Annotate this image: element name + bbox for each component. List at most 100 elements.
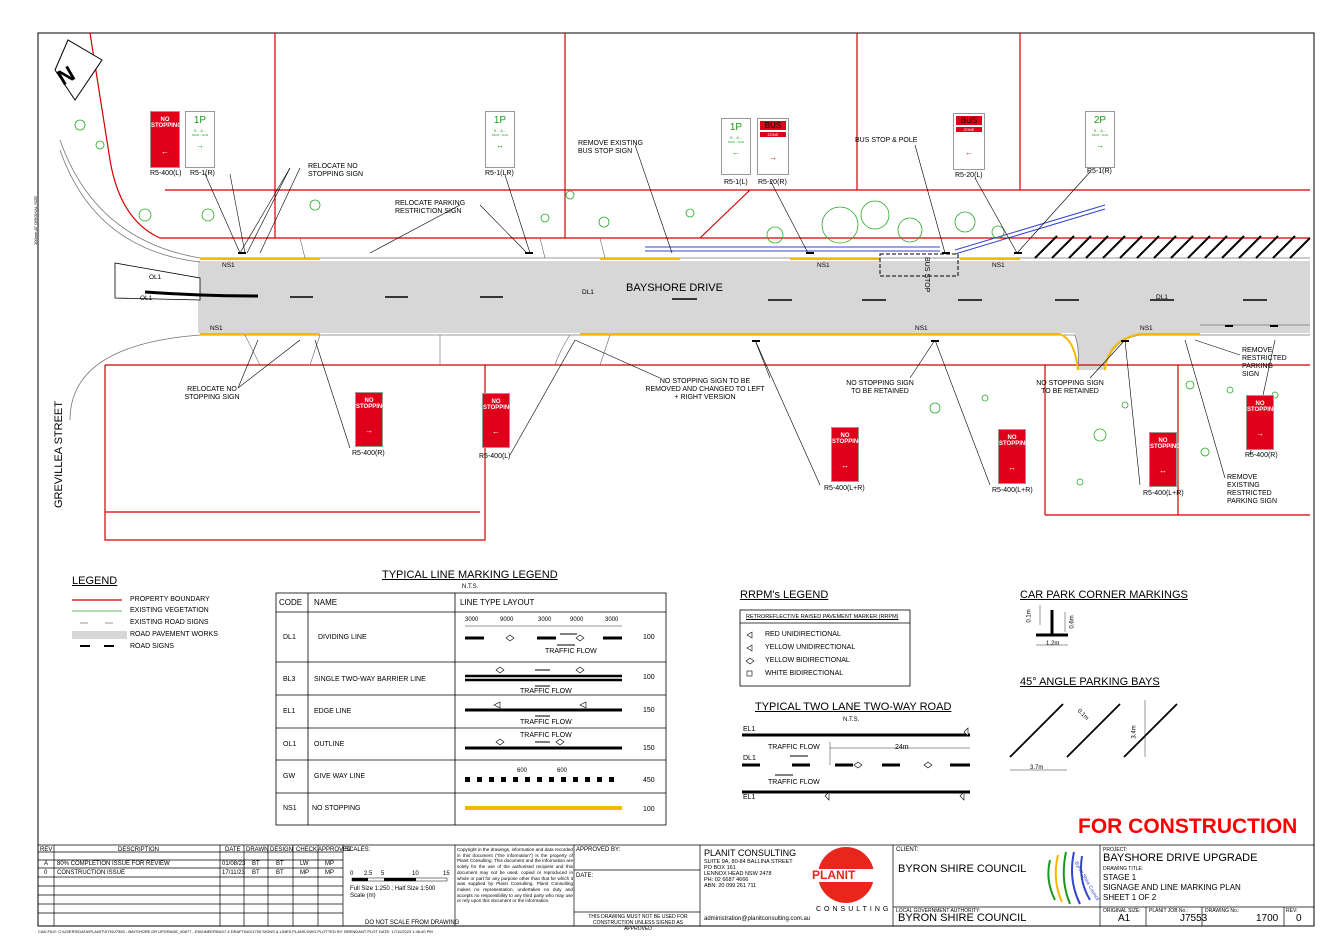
sign-days: MON - SUN	[1092, 133, 1108, 137]
lga-label: LOCAL GOVERNMENT AUTHORITY:	[896, 908, 981, 914]
row-width: 100	[643, 674, 655, 681]
no-stopping-sign: NO STOPPING ↔	[1149, 432, 1181, 487]
label-dl1-b: DL1	[1156, 294, 1168, 301]
label-ns1-a: NS1	[222, 262, 235, 269]
dividing-line	[290, 296, 1267, 301]
scale-tick: 15	[443, 871, 450, 877]
arrow-right-icon: →	[1096, 141, 1104, 150]
sign-code: R5-1(R)	[190, 170, 215, 177]
sign-code: R5-20(R)	[758, 179, 787, 186]
row-width: 100	[643, 634, 655, 641]
row-width: 450	[643, 777, 655, 784]
sign-code: R5-400(L+R)	[992, 487, 1033, 494]
traffic-flow: TRAFFIC FLOW	[545, 648, 597, 655]
job-label: PLANIT JOB No.:	[1149, 908, 1189, 914]
arrow-right-icon: →	[365, 426, 373, 435]
scale-text: Full Size 1:250 ; Half Size 1:500	[350, 886, 436, 892]
sign-text: 2P	[1093, 115, 1107, 126]
line-labels: OL1 OL1 DL1 DL1 NS1 NS1 NS1 NS1 NS1 NS1	[140, 262, 1168, 332]
sign-posts	[238, 252, 1278, 342]
copyright-text: Copyright in the drawings, information a…	[457, 847, 573, 904]
angle-parking-hatch	[1034, 235, 1311, 259]
rrpm-item: YELLOW BIDIRECTIONAL	[765, 657, 850, 664]
legend-item: EXISTING ROAD SIGNS	[130, 619, 209, 626]
address-line: SUITE 9A, 80-84 BALLINA STREET	[704, 859, 793, 865]
callout-text: REMOVE RESTRICTED PARKING SIGN	[1242, 347, 1287, 378]
table-header: NAME	[314, 598, 338, 607]
rev-cell: MP	[300, 870, 309, 876]
rev-header: DESIGN	[270, 847, 294, 853]
row-name: EDGE LINE	[314, 708, 352, 715]
legend-item: PROPERTY BOUNDARY	[130, 596, 210, 603]
sign-code: R5-400(L+R)	[824, 485, 865, 492]
arrow-left-icon: ←	[732, 148, 740, 157]
scale-tick: 10	[412, 871, 419, 877]
rev-cell: 17/11/23	[222, 870, 245, 876]
project-label: PROJECT:	[1103, 847, 1128, 853]
dim: 1.2m	[1046, 641, 1060, 647]
dim: 600	[557, 768, 568, 774]
rev-cell: LW	[300, 861, 309, 867]
no-stopping-sign: NO STOPPING→	[355, 392, 387, 447]
do-not-scale: DO NOT SCALE FROM DRAWING	[365, 920, 460, 926]
row-name: OUTLINE	[314, 741, 345, 748]
project-name: BAYSHORE DRIVE UPGRADE	[1103, 852, 1258, 864]
drawing-title-line: SIGNAGE AND LINE MARKING PLAN	[1103, 883, 1241, 892]
callout-text: REMOVE EXISTING BUS STOP SIGN	[578, 140, 643, 155]
address-line: PO BOX 161	[704, 865, 736, 871]
scale-tick: 0	[350, 871, 354, 877]
bl3-pattern	[465, 666, 622, 687]
label-dl1-a: DL1	[582, 289, 594, 296]
bus-lane-lines	[645, 204, 1106, 255]
row-code: BL3	[283, 676, 296, 683]
dim: 0.1m	[1026, 609, 1033, 623]
sheet-border	[37, 32, 1315, 927]
dim: 9000	[570, 617, 584, 623]
nts-label: N.T.S.	[462, 584, 479, 590]
callout-text: NO STOPPING SIGN TO BE RETAINED	[1036, 380, 1104, 395]
two-lane-road-diagram	[742, 727, 970, 801]
row-code: EL1	[283, 708, 296, 715]
property-boundaries	[89, 32, 1310, 541]
dl1-pattern	[465, 625, 622, 646]
address-line: PH: 02 6687 4666	[704, 877, 749, 883]
arrow-both-icon: ↔	[841, 461, 849, 470]
no-stopping-sign: NO STOPPING←	[482, 393, 514, 448]
label-ol1-b: OL1	[140, 295, 153, 302]
sign-text: BUS	[760, 121, 786, 130]
table-header: LINE TYPE LAYOUT	[460, 598, 535, 607]
sign-text: NO STOPPING	[1150, 438, 1181, 450]
line-marking-table	[275, 592, 667, 826]
arrow-left-icon: ←	[161, 147, 169, 156]
rev-header: APPROVED	[318, 847, 352, 853]
rev-header: REV	[40, 847, 53, 853]
rrpm-subtitle: RETROREFLECTIVE RAISED PAVEMENT MARKER (…	[746, 614, 899, 620]
sign-zone: ZONE	[956, 127, 982, 132]
legend-item: ROAD SIGNS	[130, 643, 174, 650]
sign-text: BUS	[956, 116, 982, 125]
arrow-right-icon: →	[1256, 429, 1264, 438]
sign-code: R5-1(L)	[724, 179, 748, 186]
job-value: J7553	[1180, 913, 1208, 924]
rev-cell: MP	[325, 870, 334, 876]
sign-text: 1P	[729, 122, 743, 133]
dim: 3.4m	[1131, 725, 1138, 739]
gw-pattern	[465, 777, 614, 782]
outline-marking	[114, 262, 259, 301]
line-type-layouts	[465, 625, 622, 810]
traffic-flow: TRAFFIC FLOW	[520, 732, 572, 739]
no-stopping-sign: NO STOPPING↔	[998, 429, 1030, 484]
not-used-note: THIS DRAWING MUST NOT BE USED FOR CONSTR…	[588, 914, 688, 932]
cad-file-path: CAD FILE: C:\USERS\DATA\PLANIT\SYN\J7553…	[38, 929, 433, 934]
angle-bays-title: 45° ANGLE PARKING BAYS	[1020, 676, 1160, 688]
bus-stop-marking: BUS STOP	[923, 257, 930, 293]
rev-header: DESCRIPTION	[118, 847, 160, 853]
rrpm-item: RED UNIDIRECTIONAL	[765, 631, 841, 638]
address-line: LENNOX HEAD NSW 2478	[704, 871, 772, 877]
legend-pavement-swatch	[72, 631, 127, 639]
side-note: 100mm AT ORIGINAL SIZE	[33, 196, 38, 245]
label-ns1-b: NS1	[817, 262, 830, 269]
arrow-both-icon: ↔	[1159, 466, 1167, 475]
